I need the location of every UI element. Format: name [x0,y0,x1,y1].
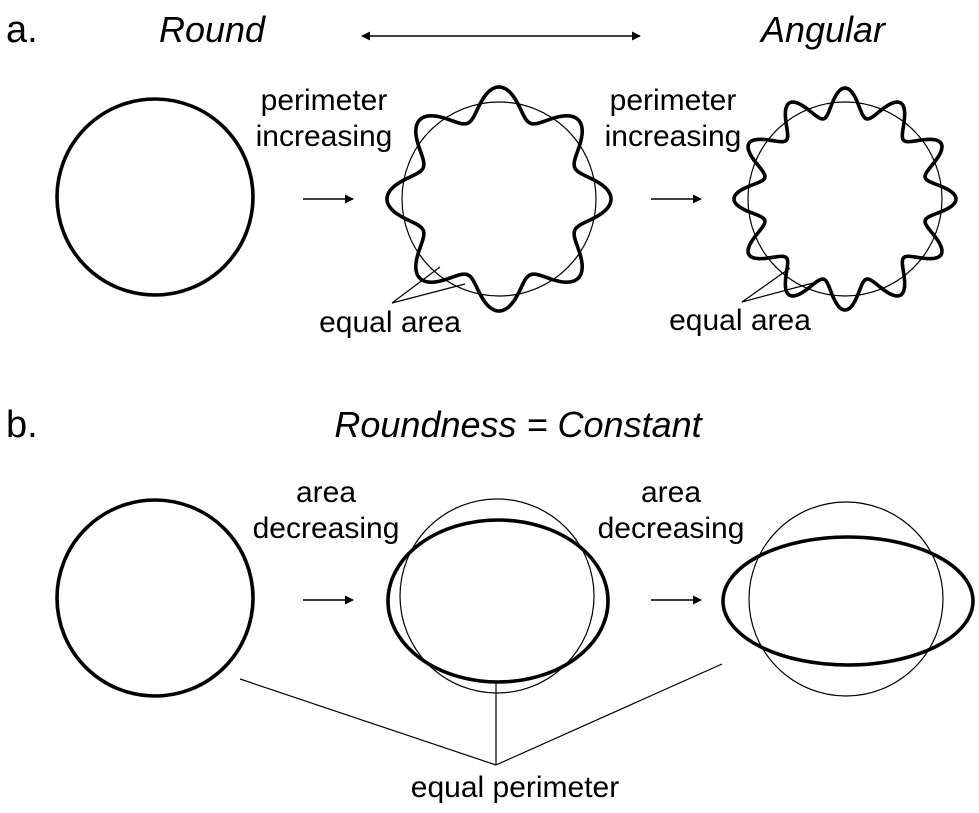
equal-perimeter-leader-1 [239,678,497,766]
equal-perimeter-leader-3 [495,663,723,766]
area-decreasing-label-1-line2: decreasing [253,512,400,545]
wavy-shape-8-lobes [385,85,613,313]
ellipse-b2 [386,518,610,684]
round-heading: Round [159,9,266,50]
angular-heading: Angular [759,9,887,50]
wavy-shape-12-lobes [732,86,958,312]
reference-circle-b3 [748,501,944,697]
equal-perimeter-label: equal perimeter [411,771,619,804]
panel-a-label: a. [6,9,38,51]
round-circle-b [55,498,255,698]
reference-circle-b2 [399,498,595,694]
round-circle [55,97,255,297]
roundness-constant-heading: Roundness = Constant [334,404,703,445]
perimeter-increasing-label-2-line1: perimeter [610,84,737,117]
perimeter-increasing-label-1-line2: increasing [256,120,393,153]
area-decreasing-label-2-line1: area [641,476,701,509]
perimeter-increasing-label-2-line2: increasing [605,120,742,153]
reference-circle-a3 [747,101,943,297]
reference-circle-a2 [401,101,597,297]
area-decreasing-label-1-line1: area [296,476,356,509]
equal-area-label-1: equal area [319,306,461,339]
area-decreasing-label-2-line2: decreasing [598,512,745,545]
ellipse-b3 [721,535,975,667]
panel-b-label: b. [6,404,38,446]
equal-area-leader-1 [391,266,466,304]
equal-area-label-2: equal area [669,304,811,337]
equal-area-leader-2 [741,267,814,303]
perimeter-increasing-label-1-line1: perimeter [261,84,388,117]
